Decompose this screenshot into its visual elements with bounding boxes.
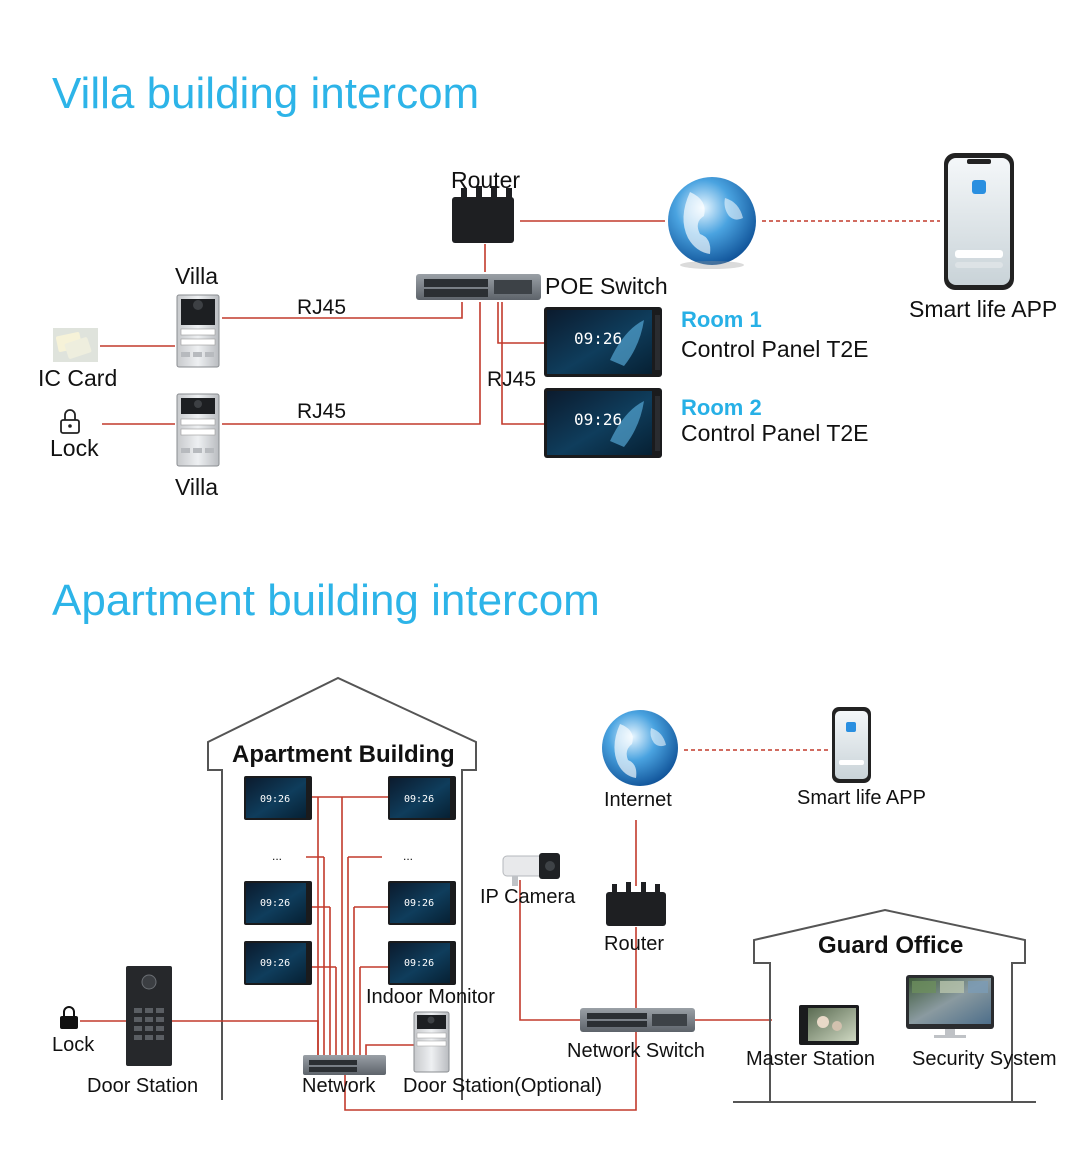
villa-door-station-top-icon [176,294,220,368]
security-system-label: Security System [912,1048,1056,1070]
monitor-left-ellipsis: ... [272,849,282,863]
ic-card-icon [53,328,98,362]
monitor-right-ellipsis: ... [403,849,413,863]
apartment-smartphone-icon [832,707,871,783]
indoor-monitor-label: Indoor Monitor [366,986,495,1008]
room1-device-label: Control Panel T2E [681,336,869,362]
room1-panel-clock: 09:26 [574,329,622,348]
network-switch-label: Network Switch [567,1040,705,1062]
villa-smart-life-app-label: Smart life APP [909,296,1057,322]
indoor-monitor-l2-icon: 09:26 [244,881,312,925]
apartment-building-outline [207,676,477,1100]
building-network-switch-icon [303,1055,386,1075]
villa-internet-globe-icon [668,177,756,269]
indoor-monitor-r3-icon: 09:26 [388,941,456,985]
master-station-label: Master Station [746,1048,875,1070]
internet-label: Internet [604,789,672,811]
room2-panel-clock: 09:26 [574,410,622,429]
apartment-router-label: Router [604,933,664,955]
master-station-icon [799,1005,859,1045]
indoor-monitor-l3-icon: 09:26 [244,941,312,985]
villa-section-title: Villa building intercom [52,69,479,118]
apartment-building-label: Apartment Building [232,741,455,768]
apartment-wires [80,749,828,1111]
door-station-icon [126,966,172,1066]
villa-lock-label: Lock [50,435,99,461]
monitor-r1-clock: 09:26 [404,794,434,805]
building-network-label: Network [302,1075,376,1097]
guard-office-label: Guard Office [818,932,963,959]
villa-router-label: Router [451,167,520,193]
indoor-monitor-r1-icon: 09:26 [388,776,456,820]
indoor-monitor-r2-icon: 09:26 [388,881,456,925]
optional-door-station-icon [413,1011,450,1073]
monitor-l2-clock: 09:26 [260,898,290,909]
door-station-label: Door Station [87,1075,198,1097]
villa-lock-icon [60,409,80,434]
room1-control-panel-icon: 09:26 [544,307,662,377]
villa-bottom-label: Villa [175,474,218,500]
ic-card-label: IC Card [38,365,117,391]
villa-poe-switch-icon [416,274,541,300]
room2-device-label: Control Panel T2E [681,420,869,446]
ip-camera-icon [502,853,560,886]
optional-door-station-label: Door Station(Optional) [403,1075,602,1097]
monitor-r2-clock: 09:26 [404,898,434,909]
villa-rj45-middle-label: RJ45 [487,368,536,391]
room2-title: Room 2 [681,395,762,420]
network-switch-icon [580,1008,695,1032]
monitor-l3-clock: 09:26 [260,958,290,969]
security-system-icon [906,975,994,1038]
villa-router-icon [452,186,514,243]
villa-door-station-bottom-icon [176,393,220,467]
villa-poe-switch-label: POE Switch [545,273,668,299]
villa-rj45-top-label: RJ45 [297,296,346,319]
villa-smartphone-icon [944,153,1014,290]
apartment-router-icon [606,882,666,926]
villa-rj45-bottom-label: RJ45 [297,400,346,423]
monitor-r3-clock: 09:26 [404,958,434,969]
room2-control-panel-icon: 09:26 [544,388,662,458]
apartment-lock-label: Lock [52,1034,95,1056]
villa-top-label: Villa [175,263,218,289]
apartment-smart-life-app-label: Smart life APP [797,787,926,809]
room1-title: Room 1 [681,307,762,332]
apartment-lock-icon [60,1006,78,1029]
guard-office-outline [733,908,1036,1103]
apartment-section-title: Apartment building intercom [52,576,600,625]
ip-camera-label: IP Camera [480,886,576,908]
monitor-l1-clock: 09:26 [260,794,290,805]
indoor-monitor-l1-icon: 09:26 [244,776,312,820]
villa-wires [100,220,940,425]
apartment-internet-globe-icon [602,710,678,786]
